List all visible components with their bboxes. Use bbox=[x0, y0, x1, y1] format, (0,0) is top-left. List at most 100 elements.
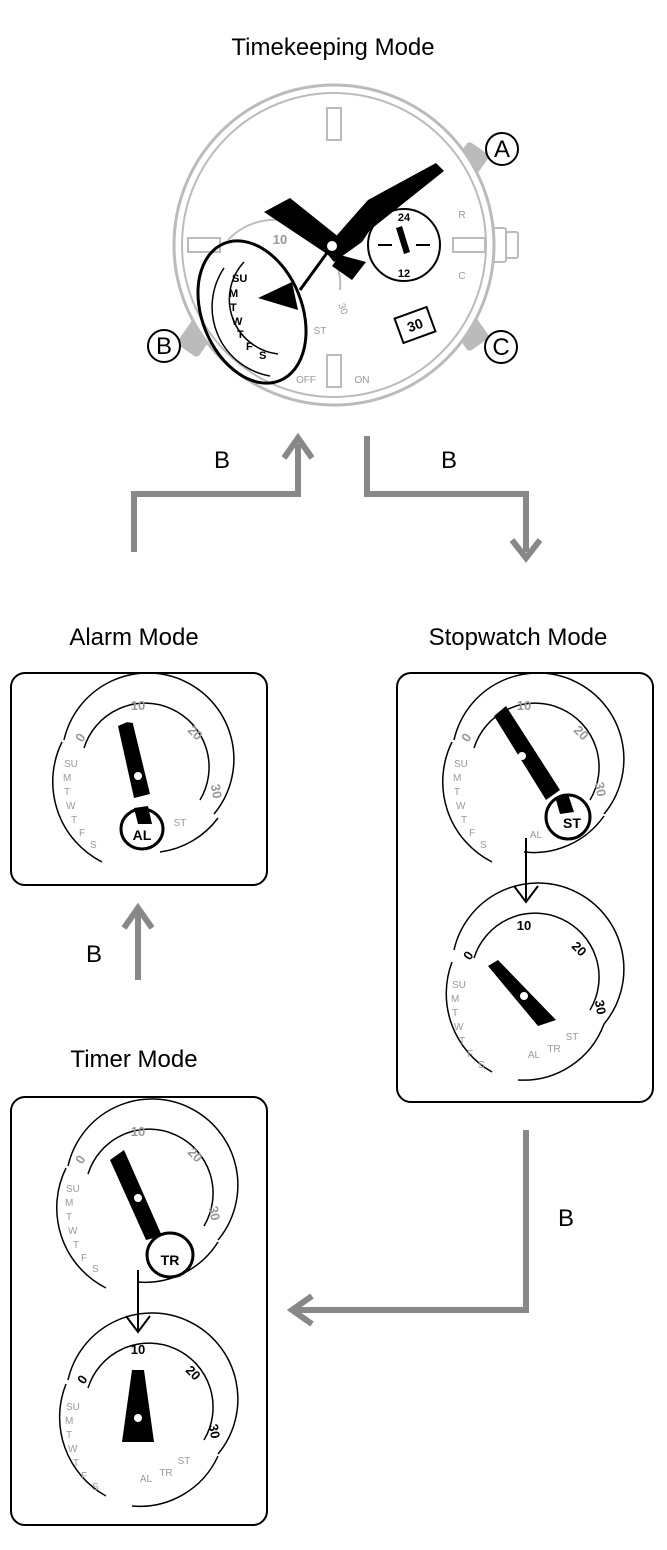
svg-text:F: F bbox=[469, 828, 475, 839]
svg-text:T: T bbox=[64, 787, 70, 798]
svg-text:W: W bbox=[68, 1444, 78, 1455]
svg-text:10: 10 bbox=[131, 1124, 145, 1139]
svg-text:F: F bbox=[467, 1049, 473, 1060]
svg-text:T: T bbox=[71, 815, 77, 826]
svg-text:M: M bbox=[65, 1198, 73, 1209]
svg-text:30: 30 bbox=[206, 1205, 223, 1222]
button-b-label: B bbox=[147, 329, 181, 363]
svg-text:B: B bbox=[156, 333, 172, 360]
svg-text:SU: SU bbox=[66, 1402, 80, 1413]
svg-text:S: S bbox=[480, 840, 487, 851]
svg-text:T: T bbox=[454, 787, 460, 798]
svg-text:AL: AL bbox=[528, 1050, 541, 1061]
svg-text:S: S bbox=[478, 1060, 485, 1071]
svg-text:T: T bbox=[73, 1240, 79, 1251]
svg-text:W: W bbox=[454, 1022, 464, 1033]
svg-text:T: T bbox=[461, 815, 467, 826]
center-pin bbox=[325, 239, 339, 253]
svg-text:T: T bbox=[459, 1036, 465, 1047]
svg-text:M: M bbox=[451, 994, 459, 1005]
arrow-label-b-2: B bbox=[441, 447, 457, 474]
svg-text:W: W bbox=[456, 801, 466, 812]
button-c-label: C bbox=[484, 330, 518, 364]
svg-text:F: F bbox=[79, 828, 85, 839]
stopwatch-dial-bottom: 10 0 20 30 SU M T W T F S ST AL TR bbox=[445, 882, 625, 1081]
svg-text:TR: TR bbox=[159, 1468, 172, 1479]
day-t2: T bbox=[237, 329, 244, 341]
svg-text:30: 30 bbox=[592, 999, 609, 1016]
svg-text:ST: ST bbox=[174, 818, 187, 829]
svg-text:30: 30 bbox=[208, 783, 225, 800]
svg-text:S: S bbox=[92, 1264, 99, 1275]
second-hand bbox=[298, 245, 334, 291]
sub-dial-24: 24 bbox=[398, 212, 411, 224]
day-t1: T bbox=[230, 302, 237, 314]
arrow-timekeeping-to-stopwatch bbox=[364, 436, 529, 552]
day-m: M bbox=[229, 288, 238, 300]
svg-text:T: T bbox=[73, 1458, 79, 1469]
arrow-label-b-1: B bbox=[214, 447, 230, 474]
timekeeping-mode-title: Timekeeping Mode bbox=[231, 34, 434, 61]
svg-text:AL: AL bbox=[530, 830, 543, 841]
alarm-mode-title: Alarm Mode bbox=[69, 624, 198, 651]
day-indicator-highlight bbox=[196, 239, 308, 385]
alarm-dial: 10 0 20 30 SU M T W T F S ST bbox=[52, 672, 235, 863]
svg-text:10: 10 bbox=[517, 918, 531, 933]
off-label: OFF bbox=[296, 375, 316, 386]
svg-text:ST: ST bbox=[178, 1456, 191, 1467]
svg-text:W: W bbox=[68, 1226, 78, 1237]
svg-text:30: 30 bbox=[335, 302, 349, 317]
svg-text:ST: ST bbox=[314, 326, 327, 337]
svg-text:ST: ST bbox=[566, 1032, 579, 1043]
crown-label-c: C bbox=[458, 271, 465, 282]
svg-text:F: F bbox=[81, 1253, 87, 1264]
day-su: SU bbox=[232, 273, 247, 285]
svg-text:10: 10 bbox=[131, 698, 145, 713]
svg-text:S: S bbox=[90, 840, 97, 851]
timer-mode-title: Timer Mode bbox=[70, 1046, 197, 1073]
crown-label-r: R bbox=[458, 210, 465, 221]
svg-text:W: W bbox=[66, 801, 76, 812]
svg-text:AL: AL bbox=[140, 1474, 153, 1485]
arrow-label-b-4: B bbox=[86, 941, 102, 968]
svg-text:C: C bbox=[492, 334, 509, 361]
minute-hand bbox=[324, 163, 444, 262]
arrow-alarm-to-timekeeping bbox=[131, 444, 301, 552]
svg-text:M: M bbox=[63, 773, 71, 784]
svg-text:30: 30 bbox=[206, 1423, 223, 1440]
svg-text:S: S bbox=[92, 1482, 99, 1493]
day-s: S bbox=[259, 350, 266, 362]
sub-dial-hand bbox=[396, 226, 410, 254]
button-a-label: A bbox=[485, 132, 519, 166]
svg-text:SU: SU bbox=[66, 1184, 80, 1195]
svg-text:30: 30 bbox=[592, 781, 609, 798]
svg-text:10: 10 bbox=[131, 1342, 145, 1357]
day-hand bbox=[258, 282, 298, 310]
sub-dial-12: 12 bbox=[398, 268, 410, 280]
svg-text:TR: TR bbox=[547, 1044, 560, 1055]
svg-text:SU: SU bbox=[452, 980, 466, 991]
alarm-badge: AL bbox=[133, 827, 152, 843]
day-w: W bbox=[232, 316, 243, 328]
arrow-label-b-3: B bbox=[558, 1205, 574, 1232]
on-label: ON bbox=[355, 375, 370, 386]
svg-text:T: T bbox=[452, 1008, 458, 1019]
timer-badge: TR bbox=[161, 1252, 180, 1268]
date-value: 30 bbox=[405, 315, 425, 335]
svg-text:10: 10 bbox=[273, 232, 287, 247]
svg-text:M: M bbox=[65, 1416, 73, 1427]
date-window bbox=[393, 305, 437, 345]
svg-text:F: F bbox=[81, 1471, 87, 1482]
stopwatch-badge: ST bbox=[563, 815, 581, 831]
svg-text:M: M bbox=[453, 773, 461, 784]
day-f: F bbox=[246, 341, 253, 353]
arrow-stopwatch-to-timer bbox=[296, 1130, 529, 1313]
stopwatch-mode-title: Stopwatch Mode bbox=[429, 624, 608, 651]
svg-text:SU: SU bbox=[64, 759, 78, 770]
timer-badge-ring bbox=[145, 1231, 195, 1279]
svg-text:SU: SU bbox=[454, 759, 468, 770]
svg-text:T: T bbox=[66, 1430, 72, 1441]
main-watch-illustration: R C 24 12 30 10 ST 30 OFF ON SU M T W T … bbox=[172, 83, 519, 407]
svg-text:A: A bbox=[494, 136, 510, 163]
